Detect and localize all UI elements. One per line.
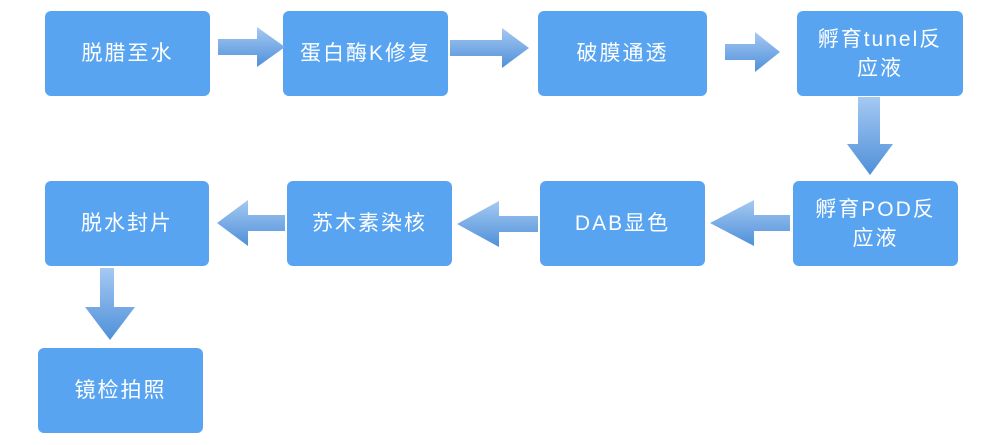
node-dab-staining-label: DAB显色 xyxy=(574,212,671,235)
node-tunel-incubation: 孵育tunel反 应液 xyxy=(797,11,963,96)
node-hematoxylin-counterstain-label: 苏木素染核 xyxy=(312,212,427,235)
arrow-dewax-to-proteinase-right xyxy=(218,27,285,67)
node-membrane-permeabilization: 破膜通透 xyxy=(538,11,707,96)
node-dehydrate-coverslip: 脱水封片 xyxy=(45,181,209,266)
node-hematoxylin-counterstain: 苏木素染核 xyxy=(287,181,452,266)
arrow-dehydrate-to-microscopy-down xyxy=(85,268,135,340)
node-dewax-to-water-label: 脱腊至水 xyxy=(81,42,174,65)
node-proteinase-k-repair: 蛋白酶K修复 xyxy=(283,11,448,96)
node-proteinase-k-repair-label: 蛋白酶K修复 xyxy=(299,42,431,65)
node-microscopy-photo: 镜检拍照 xyxy=(38,348,203,433)
arrow-proteinase-to-permeabilization-right xyxy=(450,28,529,68)
node-dehydrate-coverslip-label: 脱水封片 xyxy=(81,212,173,235)
node-microscopy-photo-label: 镜检拍照 xyxy=(74,379,167,402)
arrow-pod-to-dab-left xyxy=(710,200,790,246)
arrow-hematoxylin-to-dehydrate-left xyxy=(217,200,285,246)
node-membrane-permeabilization-label: 破膜通透 xyxy=(576,42,669,65)
node-pod-incubation: 孵育POD反 应液 xyxy=(793,181,958,266)
node-dab-staining: DAB显色 xyxy=(540,181,705,266)
node-tunel-incubation-label: 孵育tunel反 应液 xyxy=(817,27,943,80)
node-pod-incubation-label: 孵育POD反 应液 xyxy=(815,197,936,250)
arrow-dab-to-hematoxylin-left xyxy=(457,201,538,247)
arrow-permeabilization-to-tunel-right xyxy=(725,32,780,72)
node-dewax-to-water: 脱腊至水 xyxy=(45,11,210,96)
arrow-tunel-to-pod-down xyxy=(847,97,893,175)
